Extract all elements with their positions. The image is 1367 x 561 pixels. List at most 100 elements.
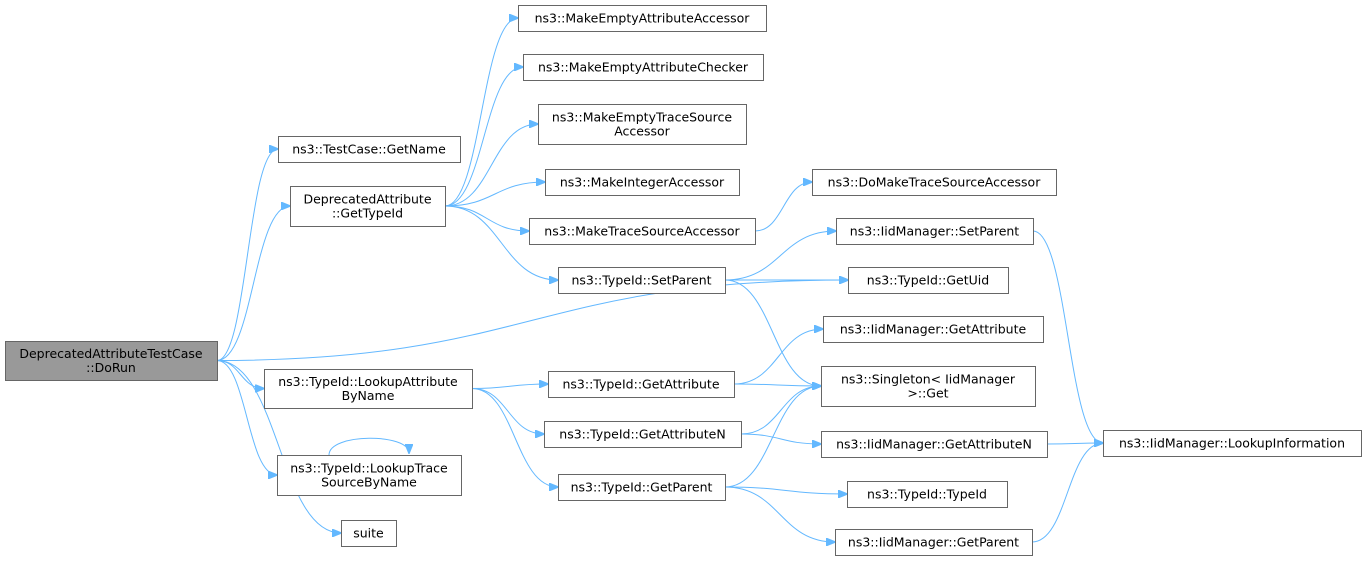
node-box xyxy=(836,218,1034,245)
node-label: ns3::IidManager::GetAttribute xyxy=(840,322,1027,337)
node-box xyxy=(812,169,1057,196)
node-label: suite xyxy=(353,526,384,541)
node-label: ns3::IidManager::GetAttributeN xyxy=(836,437,1032,452)
node-label: ns3::TypeId::GetUid xyxy=(867,273,989,288)
edge-lookupattr-to-getparent xyxy=(471,388,558,488)
node-iidsetparent[interactable]: ns3::IidManager::SetParent xyxy=(836,218,1034,245)
node-iidgetattr[interactable]: ns3::IidManager::GetAttribute xyxy=(823,316,1044,343)
node-label: ns3::IidManager::LookupInformation xyxy=(1119,436,1345,451)
node-box xyxy=(523,54,764,81)
node-mkattracc[interactable]: ns3::MakeEmptyAttributeAccessor xyxy=(518,5,767,32)
node-box xyxy=(518,5,767,32)
node-label: ns3::TypeId::LookupAttribute xyxy=(278,374,458,389)
edge-getparent-to-singleton xyxy=(724,386,821,488)
node-box xyxy=(529,218,756,245)
node-label: ns3::TypeId::GetAttribute xyxy=(562,377,719,392)
node-label: ns3::MakeTraceSourceAccessor xyxy=(544,224,740,239)
node-box xyxy=(558,474,726,501)
node-label: ByName xyxy=(342,388,395,403)
node-lookupinfo[interactable]: ns3::IidManager::LookupInformation xyxy=(1103,430,1362,457)
edge-lookuptrace-to-lookuptrace xyxy=(328,437,409,456)
node-typeidctor[interactable]: ns3::TypeId::TypeId xyxy=(847,481,1008,508)
node-mktracesrc[interactable]: ns3::MakeTraceSourceAccessor xyxy=(529,218,756,245)
node-label: ns3::TestCase::GetName xyxy=(292,142,446,157)
node-box xyxy=(277,455,462,496)
nodes: DeprecatedAttributeTestCase::DoRunns3::T… xyxy=(5,5,1362,556)
node-label: ns3::IidManager::SetParent xyxy=(850,224,1020,239)
node-label: >::Get xyxy=(907,386,948,401)
edge-gettypeid-to-mkintacc xyxy=(444,182,545,207)
edge-setparent-to-singleton xyxy=(724,279,821,386)
node-box xyxy=(823,316,1044,343)
node-label: ns3::TypeId::TypeId xyxy=(867,487,987,502)
edge-lookupattr-to-getattributen xyxy=(471,388,544,435)
node-label: ns3::Singleton< IidManager xyxy=(841,372,1016,387)
node-mkintacc[interactable]: ns3::MakeIntegerAccessor xyxy=(545,169,740,196)
node-label: SourceByName xyxy=(321,475,417,490)
node-getparent[interactable]: ns3::TypeId::GetParent xyxy=(558,474,726,501)
node-box xyxy=(821,366,1036,407)
node-root[interactable]: DeprecatedAttributeTestCase::DoRun xyxy=(5,341,218,381)
node-getuid[interactable]: ns3::TypeId::GetUid xyxy=(848,267,1009,294)
edge-getattributen-to-singleton xyxy=(740,386,821,435)
node-label: ns3::MakeEmptyAttributeChecker xyxy=(538,60,749,75)
edges xyxy=(216,18,1103,543)
edge-root-to-getuid xyxy=(216,280,848,361)
node-iidgetparent[interactable]: ns3::IidManager::GetParent xyxy=(835,529,1033,556)
edge-iidgetparent-to-lookupinfo xyxy=(1031,443,1103,543)
node-label: ns3::TypeId::GetParent xyxy=(571,480,713,495)
node-box xyxy=(538,104,747,145)
node-label: ns3::IidManager::GetParent xyxy=(848,535,1019,550)
node-label: ns3::TypeId::LookupTrace xyxy=(290,461,448,476)
node-box xyxy=(5,341,218,381)
edge-lookupattr-to-getattribute xyxy=(471,384,548,389)
node-label: ns3::DoMakeTraceSourceAccessor xyxy=(828,175,1042,190)
edge-iidsetparent-to-lookupinfo xyxy=(1032,230,1103,443)
node-getname[interactable]: ns3::TestCase::GetName xyxy=(278,136,461,163)
node-getattributen[interactable]: ns3::TypeId::GetAttributeN xyxy=(544,421,742,448)
edge-gettypeid-to-mktracesrc xyxy=(444,205,529,231)
node-getattribute[interactable]: ns3::TypeId::GetAttribute xyxy=(548,371,735,398)
node-box xyxy=(290,186,446,227)
node-box xyxy=(847,481,1008,508)
node-iidgetattrn[interactable]: ns3::IidManager::GetAttributeN xyxy=(821,431,1048,458)
node-box xyxy=(558,267,726,294)
edge-gettypeid-to-setparent xyxy=(444,205,558,280)
edge-root-to-lookupattr xyxy=(216,360,264,389)
edge-root-to-gettypeid xyxy=(216,206,290,361)
edge-gettypeid-to-mktraceacc xyxy=(444,124,538,207)
node-mkattrchk[interactable]: ns3::MakeEmptyAttributeChecker xyxy=(523,54,764,81)
node-box xyxy=(264,369,473,409)
edge-root-to-lookuptrace xyxy=(216,360,277,476)
edge-root-to-suite xyxy=(216,360,341,534)
node-label: ns3::TypeId::GetAttributeN xyxy=(559,427,725,442)
node-gettypeid[interactable]: DeprecatedAttribute::GetTypeId xyxy=(290,186,446,227)
node-box xyxy=(835,529,1033,556)
edge-getparent-to-typeidctor xyxy=(724,486,847,494)
node-label: Accessor xyxy=(614,124,670,139)
node-label: DeprecatedAttribute xyxy=(303,192,431,207)
edge-iidgetattrn-to-lookupinfo xyxy=(1046,443,1103,444)
edge-getattribute-to-singleton xyxy=(733,384,821,386)
node-box xyxy=(341,520,397,547)
node-box xyxy=(278,136,461,163)
node-box xyxy=(544,421,742,448)
node-label: ns3::MakeIntegerAccessor xyxy=(560,175,725,190)
node-domktrace[interactable]: ns3::DoMakeTraceSourceAccessor xyxy=(812,169,1057,196)
node-label: ns3::MakeEmptyTraceSource xyxy=(552,110,732,125)
edge-getparent-to-iidgetparent xyxy=(724,486,835,542)
node-label: ns3::TypeId::SetParent xyxy=(571,273,711,288)
edge-gettypeid-to-mkattrchk xyxy=(444,67,523,207)
node-suite[interactable]: suite xyxy=(341,520,397,547)
node-label: DeprecatedAttributeTestCase xyxy=(19,346,203,361)
edge-getattribute-to-iidgetattr xyxy=(733,329,823,385)
node-box xyxy=(545,169,740,196)
edge-gettypeid-to-mkattracc xyxy=(444,18,518,207)
node-box xyxy=(821,431,1048,458)
node-setparent[interactable]: ns3::TypeId::SetParent xyxy=(558,267,726,294)
node-singleton[interactable]: ns3::Singleton< IidManager>::Get xyxy=(821,366,1036,407)
